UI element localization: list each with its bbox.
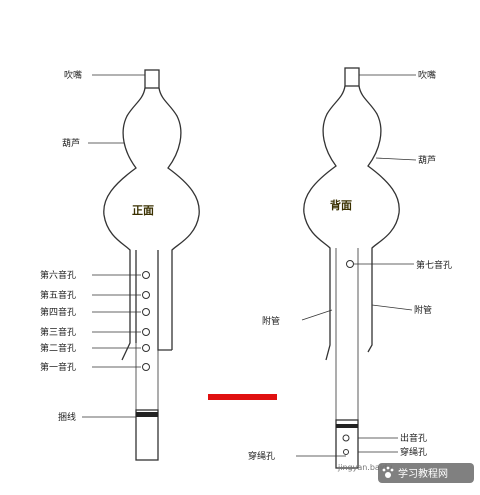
front-label-hole1: 第一音孔: [40, 361, 76, 373]
front-hole-3: [142, 328, 150, 336]
back-label-hole7: 第七音孔: [416, 259, 452, 271]
back-hole-7: [346, 260, 354, 268]
back-rope-hole: [343, 449, 349, 455]
front-hole-4: [142, 308, 150, 316]
front-label-binding: 捆线: [58, 411, 76, 423]
back-view: 背面 吹嘴 葫芦 第七音孔 附管 附管 出音孔 穿绳孔 穿绳孔: [248, 67, 452, 469]
front-label-hole3: 第三音孔: [40, 326, 76, 338]
red-marker: [208, 394, 277, 400]
watermark-url: jingyan.baidu: [337, 463, 392, 472]
back-label-aux-pipe-left: 附管: [262, 315, 280, 327]
back-sound-hole: [342, 434, 350, 442]
front-label-hole5: 第五音孔: [40, 289, 76, 301]
front-hole-2: [142, 344, 150, 352]
front-view: 正面 吹嘴 葫芦 第六音孔 第五音孔 第四音孔 第三音孔 第二音孔 第一音孔 捆…: [40, 69, 200, 461]
front-main-pipe: [135, 250, 159, 460]
front-label-hole6: 第六音孔: [40, 269, 76, 281]
watermark-site: 学习教程网: [398, 467, 448, 480]
front-gourd-outline: [103, 87, 200, 361]
front-hole-6: [142, 271, 150, 279]
front-lower-pipe: [135, 409, 159, 461]
back-leader-lines: [296, 74, 417, 457]
front-label-hole4: 第四音孔: [40, 306, 76, 318]
back-label-rope-hole-left: 穿绳孔: [248, 450, 275, 462]
back-face-label: 背面: [330, 198, 352, 212]
front-binding-band: [136, 412, 158, 417]
back-label-gourd: 葫芦: [418, 154, 436, 166]
watermark-badge: [378, 463, 474, 483]
front-aux-pipe-right: [157, 250, 172, 351]
back-label-sound-hole: 出音孔: [400, 432, 427, 444]
back-mouthpiece: [344, 67, 360, 87]
front-mouthpiece: [144, 69, 160, 89]
watermark: jingyan.baidu 学习教程网: [337, 463, 474, 483]
paw-icon: [382, 466, 394, 478]
front-face-label: 正面: [132, 204, 154, 217]
back-gourd-outline: [303, 85, 400, 361]
front-label-hole2: 第二音孔: [40, 342, 76, 354]
back-binding-band: [336, 424, 358, 428]
back-label-aux-pipe-right: 附管: [414, 304, 432, 316]
back-label-mouthpiece: 吹嘴: [418, 69, 436, 81]
front-leader-lines: [82, 74, 145, 418]
front-hole-5: [142, 291, 150, 299]
front-label-mouthpiece: 吹嘴: [64, 69, 82, 81]
back-label-rope-hole-right: 穿绳孔: [400, 446, 427, 458]
back-lower-pipe: [335, 419, 359, 469]
front-hole-1: [142, 363, 150, 371]
front-label-gourd: 葫芦: [62, 137, 80, 149]
